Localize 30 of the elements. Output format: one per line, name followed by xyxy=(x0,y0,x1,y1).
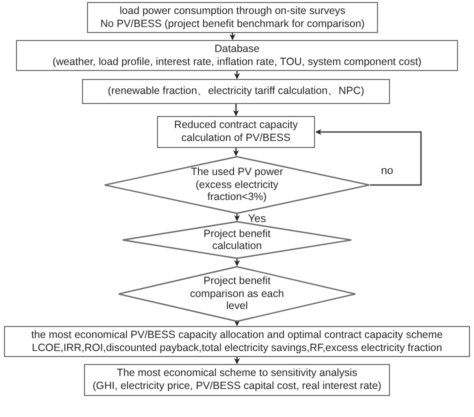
edge-label: no xyxy=(380,165,394,177)
arrow xyxy=(234,71,240,80)
arrow xyxy=(234,214,240,222)
box-text: (weather, load profile, interest rate, inflation rate, TOU, system component cost) xyxy=(52,56,422,68)
process-box xyxy=(84,364,390,396)
arrow xyxy=(234,320,240,326)
box-text: (GHI, electricity price, PV/BESS capital cost, real interest rate) xyxy=(92,380,382,393)
box-text: LCOE,IRR,ROI,discounted payback,total electricity savings,RF,excess electricity fraction xyxy=(32,342,442,354)
decision-text: The used PV power (excess electricity fraction<3%) xyxy=(190,166,284,204)
box-heading: The most economical scheme to sensitivity analysis xyxy=(116,367,358,380)
arrow xyxy=(234,259,240,266)
arrow xyxy=(233,148,239,156)
arrow xyxy=(315,129,422,186)
process-box xyxy=(4,326,470,357)
box-heading: Database xyxy=(214,42,260,56)
process-box xyxy=(157,116,315,148)
box-text: Reduced contract capacity calculation of PV/BESS xyxy=(173,119,299,145)
process-box xyxy=(87,2,378,33)
arrow xyxy=(230,33,236,40)
decision-text: Project benefit comparison as each level xyxy=(189,275,285,312)
box-heading: load power consumption through on-site surveys xyxy=(120,4,346,18)
process-box xyxy=(16,40,458,71)
arrow xyxy=(234,357,240,364)
decision-text: Project benefit calculation xyxy=(202,228,272,252)
box-text: No PV/BESS (project benefit benchmark for comparison) xyxy=(100,18,365,30)
box-text: (renewable fraction、electricity tariff calculation、NPC) xyxy=(108,85,364,98)
process-box xyxy=(82,79,390,104)
box-heading: the most economical PV/BESS capacity allocation and optimal contract capacity scheme xyxy=(31,328,443,342)
arrow xyxy=(233,104,239,116)
edge-label: Yes xyxy=(247,213,267,225)
